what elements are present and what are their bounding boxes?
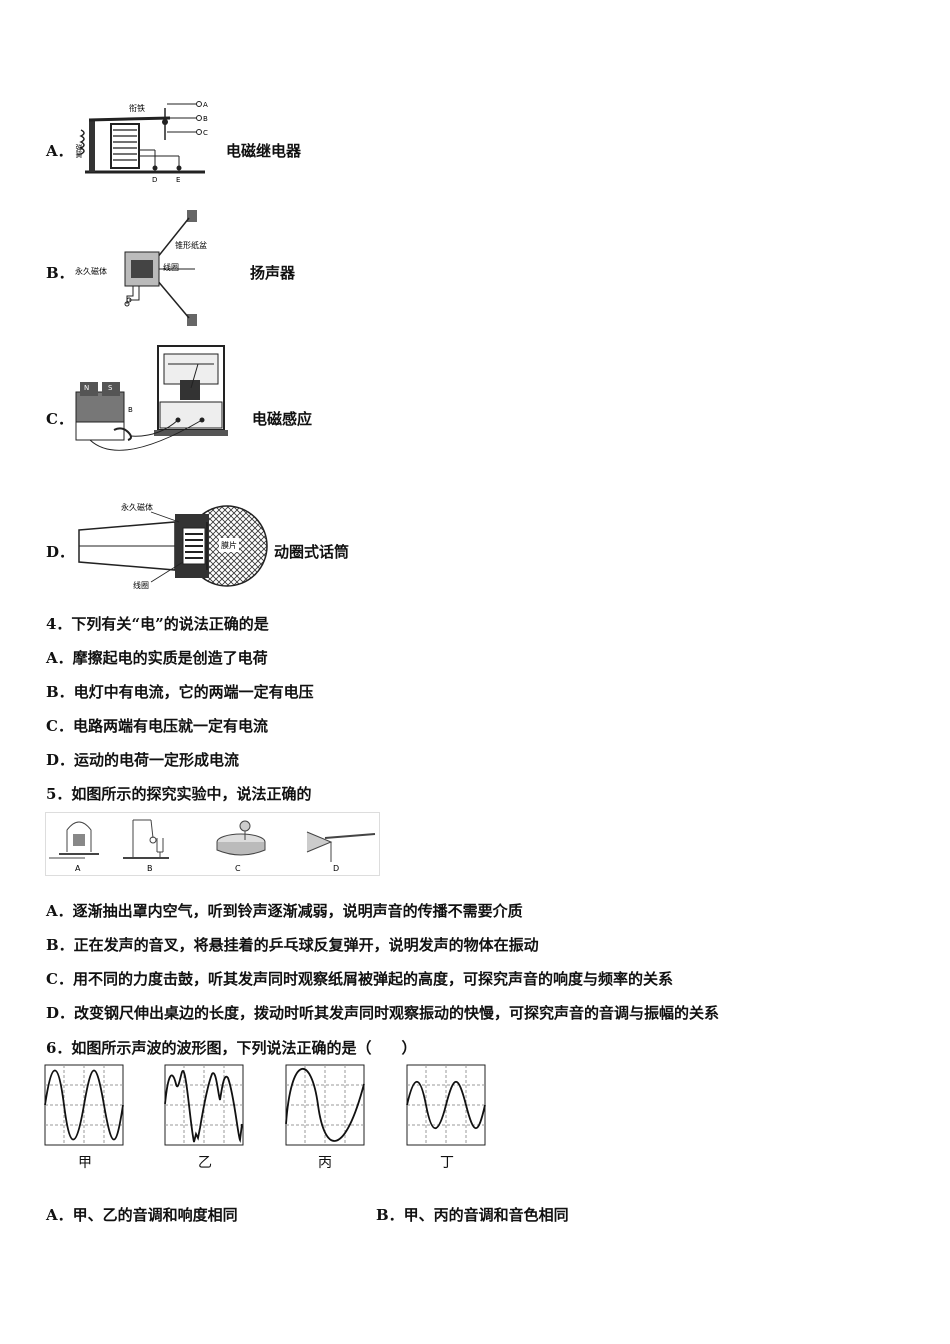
label-magnet: 永久磁体 <box>121 502 153 512</box>
option-c-label: 电磁感应 <box>252 410 313 428</box>
q6-option-b: B．甲、丙的音调和音色相同 <box>376 1206 569 1224</box>
label-magnet: 永久磁体 <box>75 266 107 276</box>
option-d-label: 动圈式话筒 <box>274 543 350 561</box>
option-letter-c: C． <box>46 410 73 428</box>
fig-a-label: A <box>75 864 81 873</box>
option-letter-d: D． <box>46 543 75 561</box>
label-armature: 衔铁 <box>129 103 145 113</box>
terminal-e-label: E <box>176 176 180 184</box>
terminal-c-label: C <box>203 129 208 137</box>
relay-figure: 衔铁 弹簧 A B C D E <box>75 101 208 184</box>
waveform-jia <box>44 1064 124 1146</box>
option-letter-b: B． <box>46 264 74 282</box>
label-spring: 弹簧 <box>75 143 83 159</box>
label-cone: 锥形纸盆 <box>175 240 207 250</box>
waveform-label-yi: 乙 <box>198 1155 212 1171</box>
q5-option-b: B．正在发声的音叉，将悬挂着的乒乓球反复弹开，说明发声的物体在振动 <box>46 936 539 954</box>
microphone-figure: 膜片 永久磁体 线圈 <box>78 502 268 590</box>
waveform-ding <box>406 1064 486 1146</box>
label-s: S <box>108 384 113 392</box>
q5-stem: 5．如图所示的探究实验中，说法正确的 <box>46 785 312 803</box>
fig-b-label: B <box>147 864 153 873</box>
fig-d-label: D <box>333 864 339 873</box>
q5-option-d: D．改变钢尺伸出桌边的长度，拨动时听其发声同时观察振动的快慢，可探究声音的音调与… <box>46 1004 720 1022</box>
waveform-label-ding: 丁 <box>440 1155 454 1171</box>
waveform-label-bing: 丙 <box>318 1155 332 1171</box>
label-diaphragm: 膜片 <box>221 540 237 550</box>
induction-figure: N S B <box>75 345 228 451</box>
sound-experiments-figure: A B C D <box>45 812 380 876</box>
waveform-yi <box>164 1064 244 1146</box>
terminal-d-label: D <box>152 176 157 184</box>
speaker-figure: 锥形纸盆 永久磁体 线圈 <box>75 210 207 326</box>
label-n: N <box>84 384 89 392</box>
q6-option-a: A．甲、乙的音调和响度相同 <box>46 1206 238 1224</box>
label-b: B <box>128 406 133 414</box>
q5-option-a: A．逐渐抽出罩内空气，听到铃声逐渐减弱，说明声音的传播不需要介质 <box>46 902 523 920</box>
waveform-bing <box>285 1064 365 1146</box>
label-coil: 线圈 <box>163 262 179 272</box>
q4-option-c: C．电路两端有电压就一定有电流 <box>46 717 268 735</box>
q4-option-d: D．运动的电荷一定形成电流 <box>46 751 240 769</box>
q4-option-a: A．摩擦起电的实质是创造了电荷 <box>46 649 268 667</box>
q4-option-b: B．电灯中有电流，它的两端一定有电压 <box>46 683 314 701</box>
terminal-b-label: B <box>203 115 208 123</box>
q5-option-c: C．用不同的力度击鼓，听其发声同时观察纸屑被弹起的高度，可探究声音的响度与频率的… <box>46 970 673 988</box>
option-a-label: 电磁继电器 <box>226 142 302 160</box>
option-letter-a: A． <box>46 142 73 160</box>
label-coil: 线圈 <box>133 580 149 590</box>
waveform-label-jia: 甲 <box>78 1155 92 1171</box>
q6-stem: 6．如图所示声波的波形图，下列说法正确的是（ ） <box>46 1039 417 1057</box>
option-b-label: 扬声器 <box>250 264 296 282</box>
terminal-a-label: A <box>203 101 208 109</box>
fig-c-label: C <box>235 864 241 873</box>
q4-stem: 4．下列有关“电”的说法正确的是 <box>46 615 269 633</box>
